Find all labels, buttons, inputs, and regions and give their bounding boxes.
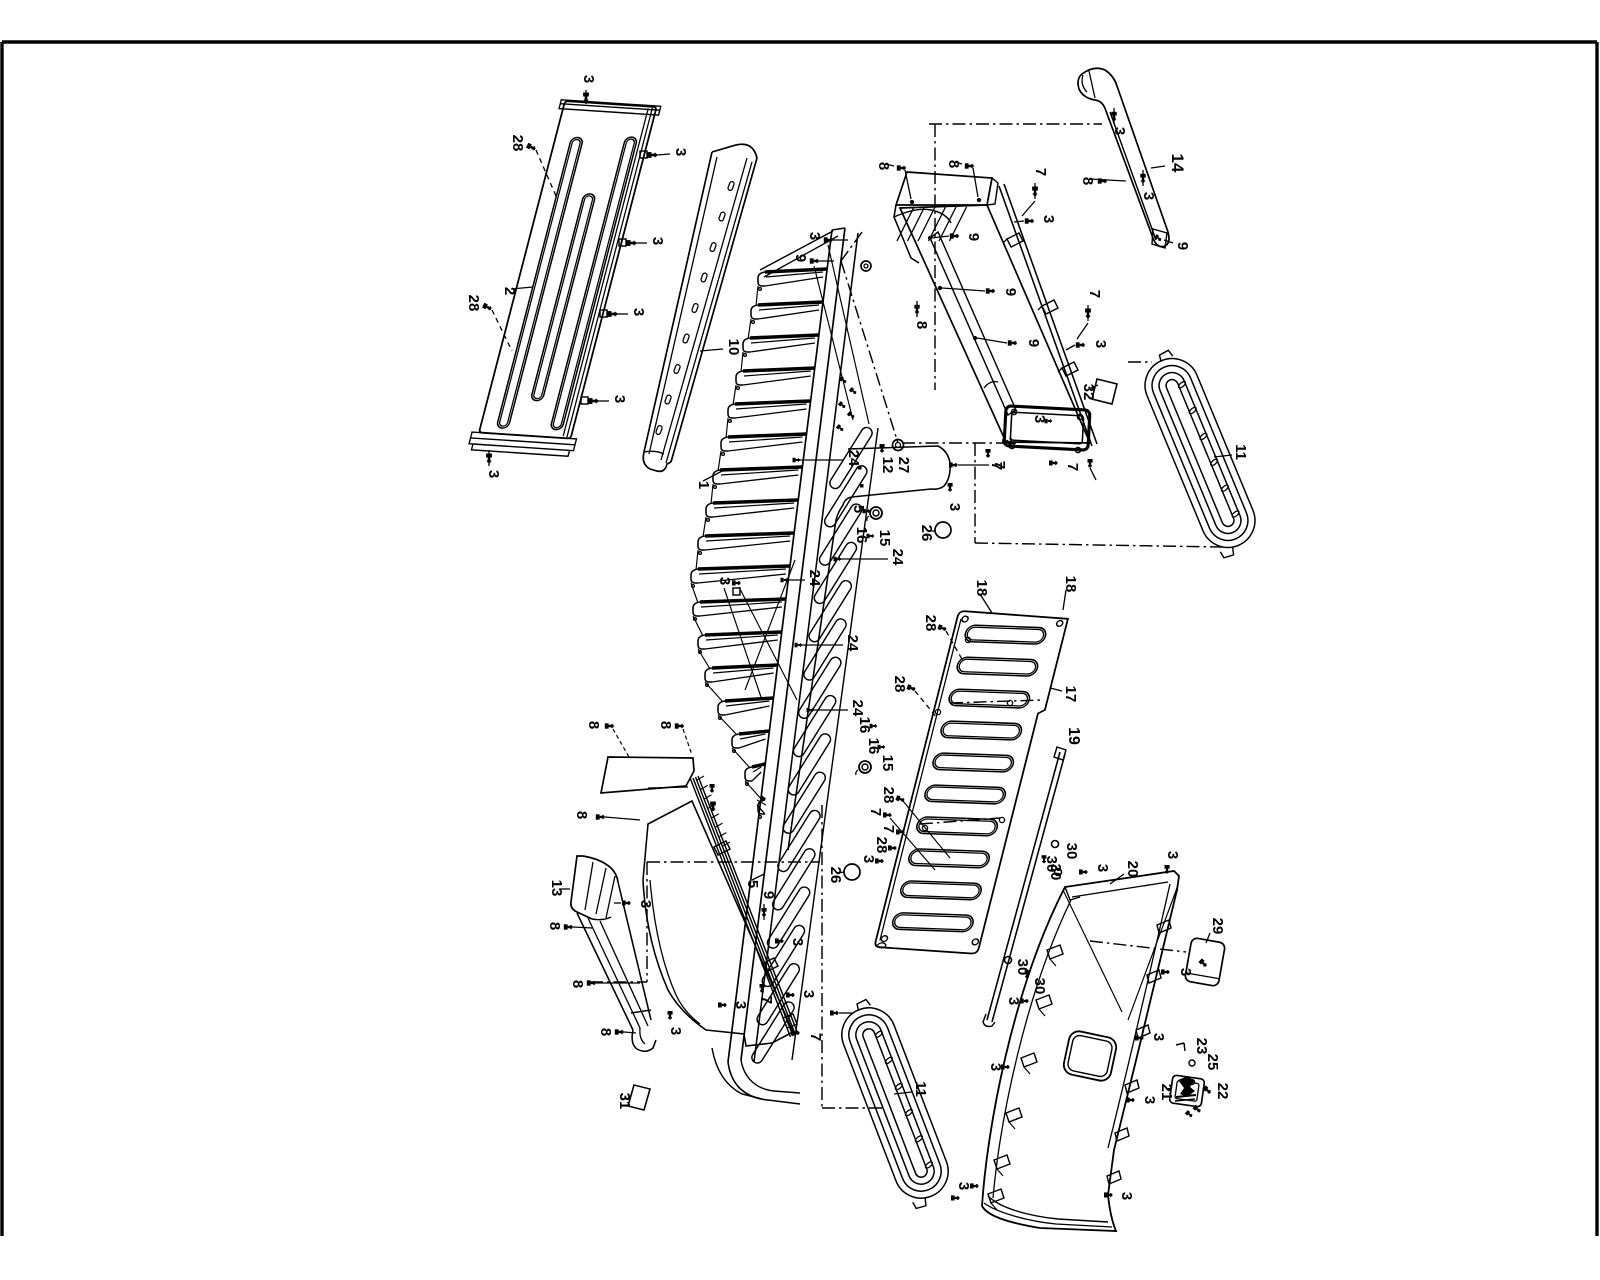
svg-text:7: 7 [1032,168,1049,176]
svg-text:8: 8 [913,321,930,329]
svg-text:3: 3 [580,75,597,83]
svg-text:28: 28 [922,615,939,632]
svg-text:5: 5 [744,880,761,888]
svg-text:7: 7 [988,462,1005,470]
svg-text:3: 3 [637,900,654,908]
svg-text:8: 8 [573,811,590,819]
svg-text:11: 11 [1232,444,1249,460]
svg-text:3: 3 [800,990,817,998]
svg-text:8: 8 [597,1028,614,1036]
svg-text:30: 30 [1043,856,1060,873]
svg-text:3: 3 [485,470,502,478]
svg-text:3: 3 [1040,215,1057,223]
svg-text:3: 3 [955,1182,972,1190]
svg-text:12: 12 [879,457,896,474]
svg-text:3: 3 [789,938,806,946]
svg-text:3: 3 [672,148,689,156]
svg-text:15: 15 [879,755,896,772]
svg-text:26: 26 [918,525,935,542]
svg-text:18: 18 [973,580,990,597]
svg-text:3: 3 [732,1001,749,1009]
svg-text:3: 3 [630,308,647,316]
svg-text:8: 8 [585,721,602,729]
svg-text:28: 28 [880,787,897,804]
svg-text:7: 7 [758,996,775,1004]
svg-text:3: 3 [1111,127,1128,135]
svg-text:7: 7 [867,808,884,816]
svg-text:31: 31 [616,1093,633,1110]
svg-text:24: 24 [806,570,823,587]
svg-text:23: 23 [1193,1038,1210,1055]
svg-text:29: 29 [1209,918,1226,935]
svg-text:8: 8 [1079,177,1096,185]
svg-text:7: 7 [1086,290,1103,298]
svg-text:9: 9 [1174,242,1191,250]
svg-text:15: 15 [876,530,893,547]
svg-text:25: 25 [1204,1054,1221,1071]
svg-text:16: 16 [856,717,873,734]
svg-text:9: 9 [1025,339,1042,347]
svg-text:24: 24 [845,450,862,467]
svg-text:8: 8 [945,160,962,168]
svg-text:30: 30 [1047,864,1064,881]
svg-text:13: 13 [548,880,565,897]
svg-text:28: 28 [873,837,890,854]
svg-text:30: 30 [1063,843,1080,860]
svg-text:3: 3 [667,1027,684,1035]
svg-text:14: 14 [1168,154,1187,173]
svg-text:24: 24 [844,635,861,652]
svg-text:3: 3 [1141,1096,1158,1104]
svg-text:16: 16 [853,527,870,544]
svg-text:19: 19 [1065,727,1082,745]
svg-text:3: 3 [860,855,877,863]
svg-text:3: 3 [649,237,666,245]
svg-text:7: 7 [880,825,897,833]
svg-text:28: 28 [465,295,482,312]
svg-text:18: 18 [1062,576,1079,593]
svg-text:11: 11 [912,1081,929,1097]
svg-text:20: 20 [1124,861,1141,878]
svg-text:24: 24 [849,700,866,717]
svg-text:3: 3 [1118,1192,1135,1200]
svg-text:7: 7 [991,461,1008,469]
svg-text:28: 28 [509,135,526,152]
svg-text:3: 3 [1140,192,1157,200]
svg-text:26: 26 [827,867,844,884]
svg-text:21: 21 [1158,1084,1175,1101]
svg-text:9: 9 [965,233,982,241]
svg-text:7: 7 [1064,463,1081,471]
svg-text:24: 24 [889,549,906,566]
svg-text:3: 3 [946,503,963,511]
svg-text:8: 8 [546,922,563,930]
svg-text:3: 3 [1094,864,1111,872]
svg-text:1: 1 [695,481,712,489]
svg-text:3: 3 [716,577,733,585]
svg-text:7: 7 [807,1033,824,1041]
svg-text:3: 3 [987,1063,1004,1071]
svg-text:9: 9 [760,891,777,899]
svg-text:5: 5 [850,505,867,513]
svg-text:2: 2 [501,287,518,295]
svg-text:3: 3 [1092,340,1109,348]
svg-text:3: 3 [1164,851,1181,859]
svg-text:8: 8 [657,721,674,729]
svg-text:3: 3 [1150,1033,1167,1041]
svg-text:9: 9 [792,254,809,262]
svg-text:3: 3 [1005,997,1022,1005]
svg-text:17: 17 [1062,686,1079,703]
svg-text:3: 3 [1031,415,1048,423]
svg-text:28: 28 [891,676,908,693]
svg-text:16: 16 [865,738,882,755]
svg-text:8: 8 [569,980,586,988]
svg-text:9: 9 [1002,288,1019,296]
svg-text:3: 3 [611,395,628,403]
svg-text:3: 3 [998,437,1015,445]
svg-text:22: 22 [1214,1083,1231,1100]
svg-text:8: 8 [875,162,892,170]
svg-text:3: 3 [806,232,823,240]
svg-text:27: 27 [895,457,912,474]
svg-text:10: 10 [725,339,742,356]
